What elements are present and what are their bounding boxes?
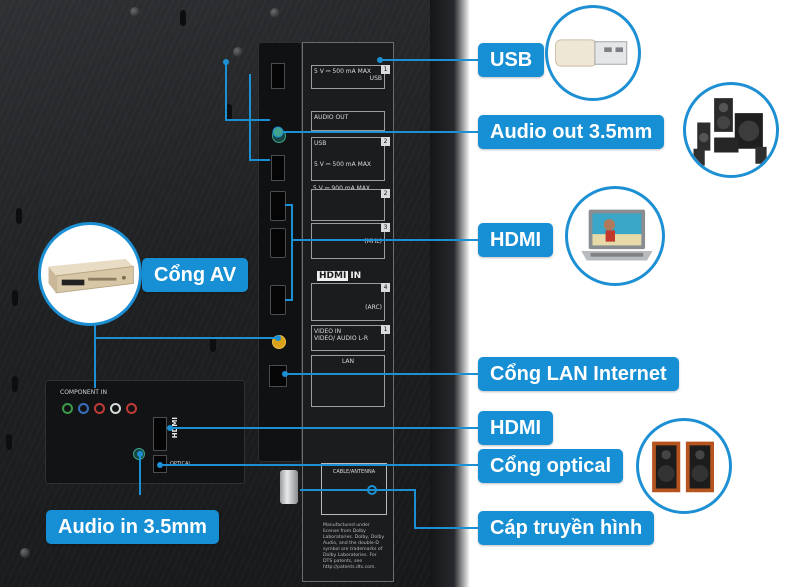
laptop-photo bbox=[565, 186, 665, 286]
tv-edge bbox=[430, 0, 470, 587]
usb-tag: USB bbox=[314, 140, 327, 147]
optical-port[interactable] bbox=[153, 455, 167, 473]
hdmi3-label: (MHL) 3 bbox=[311, 223, 390, 259]
port-number: 4 bbox=[381, 283, 390, 292]
usb-port-2[interactable] bbox=[271, 155, 285, 181]
vent-slot bbox=[12, 376, 18, 392]
port-number: 1 bbox=[381, 65, 390, 74]
screw bbox=[233, 47, 243, 57]
usb3-label: 5 V ⎓ 900 mA MAX bbox=[311, 183, 385, 192]
lan-callout: Cổng LAN Internet bbox=[478, 357, 679, 391]
cable-antenna-text: CABLE/ANTENNA bbox=[332, 469, 376, 475]
audio-out-label: AUDIO OUT bbox=[311, 111, 385, 131]
bottom-hdmi-logo: HDMI bbox=[171, 417, 179, 439]
cable-tv-callout: Cáp truyền hình bbox=[478, 511, 655, 545]
screw bbox=[20, 548, 30, 558]
rca-white-port[interactable] bbox=[110, 403, 121, 414]
component-label: COMPONENT IN bbox=[60, 389, 108, 396]
screw bbox=[270, 8, 280, 18]
hdmi-logo-text: HDMI bbox=[317, 271, 349, 281]
usb-plug-icon bbox=[555, 39, 628, 67]
vent-slot bbox=[12, 290, 18, 306]
av-composite-port[interactable] bbox=[272, 335, 286, 349]
hdmi-port-1[interactable] bbox=[153, 417, 167, 451]
usb1-tag: USB bbox=[369, 75, 382, 82]
audio-out-jack[interactable] bbox=[272, 129, 286, 143]
usb1-label: 5 V ⎓ 500 mA MAX USB 1 bbox=[311, 65, 390, 89]
hdmi-mhl-text: (MHL) bbox=[364, 238, 382, 245]
speaker-system-photo bbox=[683, 82, 779, 178]
lan-port[interactable] bbox=[269, 365, 287, 387]
coax-connector[interactable] bbox=[280, 470, 298, 504]
usb2-rating: 5 V ⎓ 500 mA MAX bbox=[314, 161, 372, 168]
dvd-player-photo bbox=[38, 222, 142, 326]
hdmi-arc-text: (ARC) bbox=[365, 304, 382, 311]
hdmi-bottom-callout: HDMI bbox=[478, 411, 554, 445]
vent-slot bbox=[180, 10, 186, 26]
video-in-label: VIDEO IN VIDEO/ AUDIO L-R 1 bbox=[311, 325, 390, 351]
rca-red2-port[interactable] bbox=[126, 403, 137, 414]
hdmi-port-2[interactable] bbox=[270, 191, 286, 221]
port-number: 2 bbox=[381, 137, 390, 146]
video-in-text: VIDEO IN bbox=[314, 328, 342, 335]
vent-slot bbox=[16, 208, 22, 224]
audio-out-callout: Audio out 3.5mm bbox=[478, 115, 665, 149]
hdmi-side-callout: HDMI bbox=[478, 223, 554, 257]
dvd-player-icon bbox=[48, 258, 134, 294]
audio-in-jack[interactable] bbox=[133, 448, 145, 460]
rca-blue-port[interactable] bbox=[78, 403, 89, 414]
laptop-icon bbox=[581, 209, 653, 261]
av-callout: Cổng AV bbox=[142, 258, 249, 292]
video-in-sub: VIDEO/ AUDIO L-R bbox=[314, 335, 369, 342]
optical-label: OPTICAL bbox=[170, 461, 192, 467]
hdmi-port-3[interactable] bbox=[270, 228, 286, 258]
audio-in-callout: Audio in 3.5mm bbox=[46, 510, 219, 544]
bottom-port-panel: COMPONENT IN HDMI OPTICAL bbox=[45, 380, 245, 484]
vent-slot bbox=[226, 104, 232, 120]
usb2-label: USB 5 V ⎓ 500 mA MAX 2 bbox=[311, 137, 390, 181]
usb1-rating: 5 V ⎓ 500 mA MAX bbox=[314, 68, 372, 75]
port-number: 2 bbox=[381, 189, 390, 198]
rca-green-port[interactable] bbox=[62, 403, 73, 414]
side-port-panel bbox=[258, 42, 302, 462]
lan-text: LAN bbox=[341, 358, 355, 365]
usb-callout: USB bbox=[478, 43, 545, 77]
bookshelf-speakers-photo bbox=[636, 418, 732, 514]
usb-plug-photo bbox=[545, 5, 641, 101]
usb-port-1[interactable] bbox=[271, 63, 285, 89]
rca-red-port[interactable] bbox=[94, 403, 105, 414]
vent-slot bbox=[6, 434, 12, 450]
optical-callout: Cổng optical bbox=[478, 449, 624, 483]
hdmi-port-4[interactable] bbox=[270, 285, 286, 315]
hdmi2-label: 2 bbox=[311, 189, 390, 221]
cable-antenna-label: CABLE/ANTENNA bbox=[321, 463, 387, 515]
bookshelf-speakers-icon bbox=[652, 441, 714, 493]
speaker-system-icon bbox=[693, 98, 767, 166]
port-number: 1 bbox=[381, 325, 390, 334]
usb3-rating: 5 V ⎓ 900 mA MAX bbox=[313, 185, 371, 192]
lan-label: LAN bbox=[311, 355, 385, 407]
screw bbox=[130, 7, 140, 17]
port-number: 3 bbox=[381, 223, 390, 232]
hdmi-in-suffix: IN bbox=[350, 271, 362, 281]
hdmi4-label: (ARC) 4 bbox=[311, 283, 390, 321]
license-text: Manufactured under license from Dolby La… bbox=[323, 523, 385, 570]
vent-slot bbox=[210, 336, 216, 352]
port-label-strip: 5 V ⎓ 500 mA MAX USB 1 AUDIO OUT USB 5 V… bbox=[302, 42, 394, 582]
audio-out-text: AUDIO OUT bbox=[314, 114, 349, 121]
